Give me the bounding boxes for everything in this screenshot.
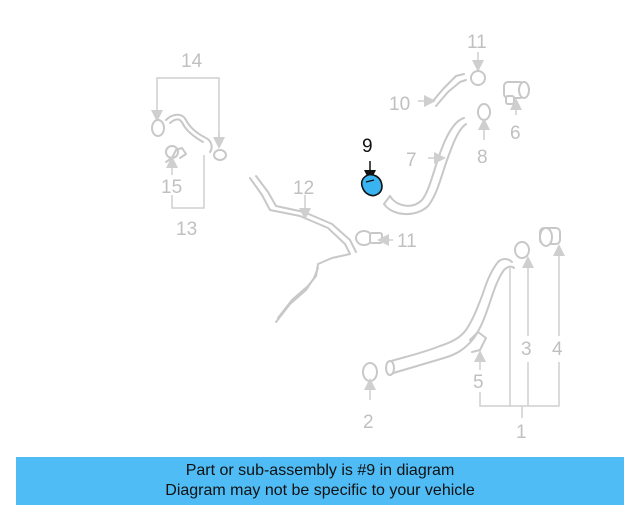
clamp-14-top [151, 119, 165, 137]
part-2-clamp [362, 362, 378, 400]
callout-13: 13 [176, 219, 197, 240]
part-7-hose [383, 117, 467, 215]
callout-1: 1 [516, 422, 527, 443]
callout-10: 10 [389, 94, 410, 115]
callout-11-lower: 11 [397, 231, 417, 252]
part-11-lower-clamp [355, 230, 393, 246]
part-3-clamp [514, 241, 534, 336]
leader-1-bracket [479, 268, 560, 418]
callout-14: 14 [181, 51, 203, 72]
part-8-clamp [477, 103, 491, 140]
info-banner: Part or sub-assembly is #9 in diagram Di… [16, 457, 624, 505]
callout-5: 5 [473, 372, 484, 393]
callout-2: 2 [363, 412, 374, 433]
callout-8: 8 [477, 147, 488, 168]
part-9-highlighted [360, 161, 383, 197]
clamp-14-right [213, 149, 227, 161]
callout-15: 15 [161, 177, 182, 198]
part-group-14 [151, 77, 227, 209]
part-6-fitting [503, 81, 530, 115]
part-11-upper-clamp [470, 52, 486, 86]
callout-6: 6 [510, 123, 521, 144]
callout-12: 12 [293, 178, 314, 199]
callout-9: 9 [362, 136, 373, 157]
callout-4: 4 [552, 339, 563, 360]
callout-7: 7 [406, 150, 417, 171]
banner-line-1: Part or sub-assembly is #9 in diagram [185, 462, 455, 479]
banner-line-2: Diagram may not be specific to your vehi… [165, 482, 475, 499]
part-5-bracket [469, 331, 487, 370]
callout-11-upper: 11 [467, 32, 487, 53]
callout-3: 3 [521, 339, 532, 360]
parts-diagram: 14 15 13 12 11 9 7 10 11 [151, 32, 565, 443]
part-12-tube [249, 175, 357, 323]
part-1-pipe [385, 258, 515, 376]
part-4-cap [539, 227, 565, 336]
part-10 [418, 73, 467, 107]
